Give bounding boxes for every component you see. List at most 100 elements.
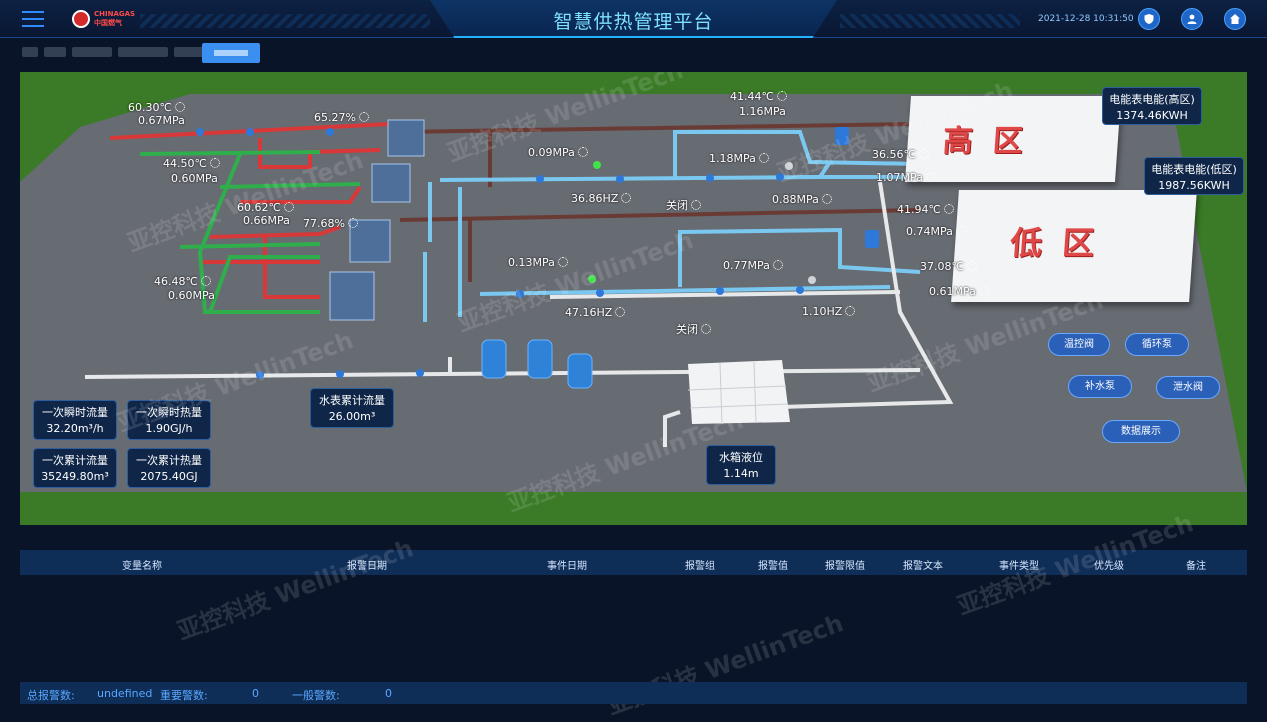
temp-valve-button[interactable]: 温控阀 [1048,333,1110,356]
nav-blur [174,47,204,57]
frequency-label[interactable]: 1.10HZ [802,305,856,318]
pressure-label[interactable]: 0.61MPa [929,285,989,298]
gear-icon[interactable] [347,218,358,228]
shield-button[interactable] [1138,8,1160,30]
pressure-label[interactable]: 0.74MPa [906,225,966,238]
important-alarm-label: 重要警数: [160,689,208,702]
user-button[interactable] [1181,8,1203,30]
heat-now-title: 一次瞬时热量 [136,406,202,419]
temp-label[interactable]: 41.94℃ [897,203,954,216]
temp-label[interactable]: 46.48℃ [154,275,211,288]
tank-level-box: 水箱液位 1.14m [706,445,776,485]
temp-label[interactable]: 37.08℃ [920,260,977,273]
heat-now-value: 1.90GJ/h [145,422,193,435]
gear-icon[interactable] [174,102,185,112]
gear-icon[interactable] [283,202,294,212]
gear-icon[interactable] [691,200,701,210]
percent-label[interactable]: 65.27% [314,111,369,124]
user-icon [1187,14,1197,24]
gear-icon[interactable] [978,286,989,296]
makeup-pump-button[interactable]: 补水泵 [1068,375,1132,398]
col-variable: 变量名称 [122,561,162,572]
heat-total-value: 2075.40GJ [140,470,198,483]
gear-icon[interactable] [966,261,977,271]
active-tab[interactable] [202,43,260,63]
normal-alarm-value: 0 [385,687,392,700]
important-alarm-value: 0 [252,687,259,700]
pressure-label: 0.60MPa [168,289,215,302]
pressure-label: 0.60MPa [171,172,218,185]
gear-icon[interactable] [358,112,369,122]
heat-total-title: 一次累计热量 [136,454,202,467]
gear-icon[interactable] [918,149,929,159]
percent-label[interactable]: 77.68% [303,217,358,230]
frequency-label[interactable]: 47.16HZ [565,306,626,319]
total-alarm-value: undefined [97,687,153,700]
frequency-label[interactable]: 36.86HZ [571,192,632,205]
col-alarm-limit: 报警限值 [825,561,865,572]
alarm-table-header: 变量名称 报警日期 事件日期 报警组 报警值 报警限值 报警文本 事件类型 优先… [20,550,1247,575]
shield-icon [1144,14,1154,24]
meter-low-value: 1987.56KWH [1158,179,1230,192]
pressure-label[interactable]: 1.07MPa [876,171,936,184]
gear-icon[interactable] [772,260,783,270]
gear-icon[interactable] [557,257,568,267]
valve-status-label[interactable]: 关闭 [666,197,701,213]
temp-label[interactable]: 60.62℃ [237,201,294,214]
meter-high-value: 1374.46KWH [1116,109,1188,122]
valve-status-label[interactable]: 关闭 [676,321,711,337]
title-bar: 智慧供热管理平台 [430,0,837,38]
tank-level-title: 水箱液位 [719,451,763,464]
meter-low-box: 电能表电能(低区) 1987.56KWH [1144,157,1244,195]
gear-icon[interactable] [845,306,856,316]
pressure-label[interactable]: 0.77MPa [723,259,783,272]
heating-scene: 高区 低区 60.30℃ 0.67MPa 65.27% 44.50℃ 0.60M… [20,72,1247,525]
menu-icon[interactable] [22,11,44,27]
gear-icon[interactable] [209,158,220,168]
pressure-label[interactable]: 0.88MPa [772,193,832,206]
tank-level-value: 1.14m [723,467,759,480]
gear-icon[interactable] [577,147,588,157]
brand-logo: CHINAGAS 中国燃气 [72,10,135,28]
nav-blur [22,47,38,57]
pressure-label[interactable]: 0.13MPa [508,256,568,269]
pressure-label: 0.67MPa [138,114,185,127]
temp-label[interactable]: 36.56℃ [872,148,929,161]
gear-icon[interactable] [943,204,954,214]
col-priority: 优先级 [1094,561,1124,572]
gear-icon[interactable] [615,307,626,317]
gear-icon[interactable] [776,91,787,101]
water-meter-value: 26.00m³ [328,410,376,423]
pressure-label[interactable]: 1.18MPa [709,152,769,165]
temp-label[interactable]: 60.30℃ [128,101,185,114]
gear-icon[interactable] [955,226,966,236]
nav-blur [72,47,112,57]
pressure-label[interactable]: 0.09MPa [528,146,588,159]
home-button[interactable] [1224,8,1246,30]
nav-blur [118,47,168,57]
watermark: 亚控科技 WellinTech [173,534,417,646]
circ-pump-button[interactable]: 循环泵 [1125,333,1189,356]
gear-icon[interactable] [925,172,936,182]
gear-icon[interactable] [821,194,832,204]
col-remark: 备注 [1186,561,1206,572]
logo-en: CHINAGAS [94,10,136,18]
flow-now-box: 一次瞬时流量 32.20m³/h [33,400,117,440]
heat-total-box: 一次累计热量 2075.40GJ [127,448,211,488]
gear-icon[interactable] [758,153,769,163]
gear-icon[interactable] [701,324,711,334]
drain-valve-button[interactable]: 泄水阀 [1156,376,1220,399]
temp-label[interactable]: 41.44℃ [730,90,787,103]
alarm-summary-bar: 总报警数: undefined 重要警数: 0 一般警数: 0 [20,682,1247,704]
data-display-button[interactable]: 数据展示 [1102,420,1180,443]
gear-icon[interactable] [200,276,211,286]
temp-label[interactable]: 44.50℃ [163,157,220,170]
pressure-label: 0.66MPa [243,214,290,227]
app-header: CHINAGAS 中国燃气 智慧供热管理平台 2021-12-28 10:31:… [0,0,1267,38]
flow-now-title: 一次瞬时流量 [42,406,108,419]
water-meter-title: 水表累计流量 [319,394,385,407]
gear-icon[interactable] [621,193,632,203]
flow-total-title: 一次累计流量 [42,454,108,467]
col-alarm-date: 报警日期 [347,561,387,572]
meter-high-title: 电能表电能(高区) [1109,93,1195,106]
